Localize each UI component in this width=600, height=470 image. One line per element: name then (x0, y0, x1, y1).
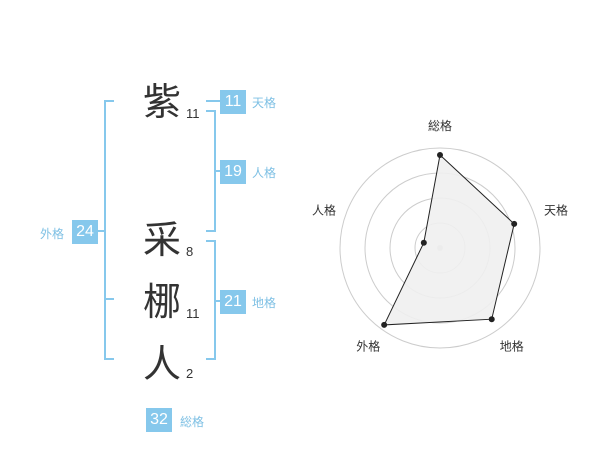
stroke-count-1: 11 (186, 106, 200, 121)
radar-point-4 (381, 321, 388, 328)
tenkaku-value: 11 (220, 90, 246, 114)
chikaku-label: 地格 (252, 296, 277, 310)
gaikaku-value: 24 (72, 220, 98, 244)
radar-points (381, 152, 518, 328)
radar-axis-label-3: 地格 (500, 339, 524, 354)
radar-ring (339, 147, 541, 349)
radar-point-1 (437, 152, 443, 158)
stroke-count-3: 11 (186, 306, 200, 321)
soukaku-value: 32 (146, 408, 172, 432)
radar-point-2 (511, 220, 518, 227)
radar-axis-label-5: 人格 (312, 202, 336, 217)
radar-point-3 (488, 316, 495, 323)
jinkaku-label: 人格 (252, 166, 277, 180)
radar-data-area (383, 154, 515, 326)
name-char-4: 人 (142, 342, 181, 386)
name-char-3: 梛 (142, 280, 181, 324)
name-char-1: 紫 (142, 80, 181, 124)
stroke-count-4: 2 (186, 366, 194, 381)
radar-axis-label-1: 総格 (428, 118, 452, 133)
radar-point-5 (420, 239, 427, 246)
stroke-count-2: 8 (186, 244, 194, 259)
soukaku-label: 総格 (180, 415, 205, 429)
radar-axis-label-2: 天格 (544, 202, 568, 217)
tenkaku-label: 天格 (252, 96, 277, 110)
radar-axis-label-4: 外格 (356, 339, 380, 354)
gaikaku-label: 外格 (40, 227, 65, 241)
jinkaku-value: 19 (220, 160, 246, 184)
chikaku-value: 21 (220, 290, 246, 314)
name-char-2: 采 (142, 218, 181, 262)
